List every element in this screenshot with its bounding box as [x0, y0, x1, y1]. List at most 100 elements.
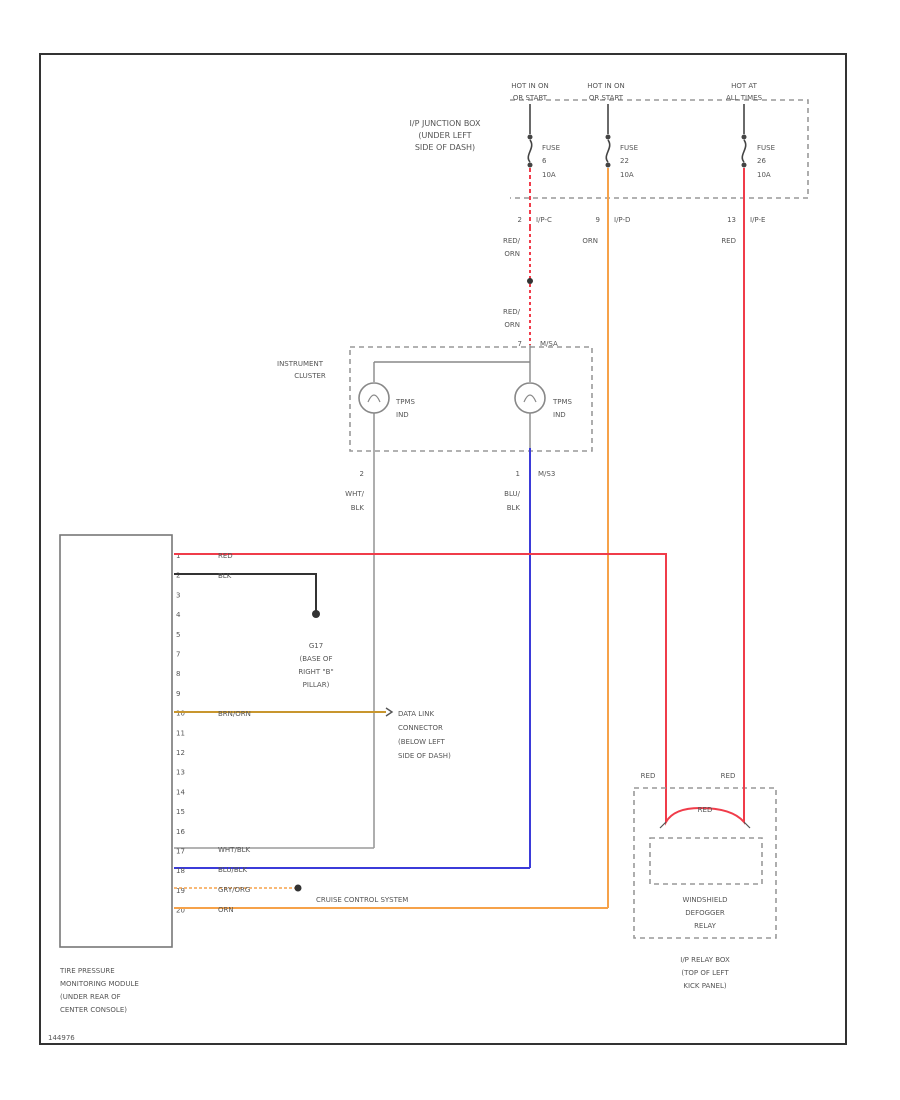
- ground-label-4: PILLAR): [303, 681, 330, 689]
- pin18-end-dot: [294, 884, 302, 892]
- module-pin-2: 2: [176, 572, 180, 580]
- relay-name-2: DEFOGGER: [685, 909, 725, 917]
- wire-label-red: RED: [721, 237, 736, 245]
- dlc-label-2: CONNECTOR: [398, 724, 443, 732]
- relay-box-3: KICK PANEL): [683, 982, 726, 990]
- wire-label-orn: ORN: [582, 237, 598, 245]
- connector-pin-13: 13: [727, 216, 736, 224]
- module-label-3: (UNDER REAR OF: [60, 993, 121, 1001]
- connector-pin-9: 9: [596, 216, 600, 224]
- fuse-26-line-1: FUSE: [757, 144, 775, 152]
- tpms-left-line-2: IND: [396, 411, 409, 419]
- fuse-26-line-3: 10A: [757, 171, 771, 179]
- wire-label-red-orn-1a: RED/: [503, 237, 521, 245]
- fuse-6-line-3: 10A: [542, 171, 556, 179]
- junction-box-label-2: (UNDER LEFT: [418, 131, 471, 140]
- hot-label-1a: HOT IN ON: [511, 82, 549, 90]
- module-pin-7: 7: [176, 651, 180, 659]
- wire-label-blu-blk-2: BLK: [507, 504, 521, 512]
- relay-name-3: RELAY: [694, 922, 717, 930]
- module-pin-9: 9: [176, 690, 180, 698]
- cruise-control-label: CRUISE CONTROL SYSTEM: [316, 896, 408, 904]
- relay-jumper: [665, 780, 745, 826]
- junction-box-label-1: I/P JUNCTION BOX: [410, 119, 481, 128]
- dlc-label-3: (BELOW LEFT: [398, 738, 445, 746]
- relay-box-2: (TOP OF LEFT: [681, 969, 729, 977]
- wire-label-pin1: RED: [218, 552, 233, 560]
- fuse-22-line-3: 10A: [620, 171, 634, 179]
- connector-ip-d: I/P-D: [614, 216, 630, 224]
- module-pin-4: 4: [176, 611, 181, 619]
- tpms-module-box: [59, 534, 173, 948]
- dlc-label-1: DATA LINK: [398, 710, 434, 718]
- wire-label-red-orn-1b: ORN: [504, 250, 520, 258]
- cluster-connector-top: 7: [518, 340, 522, 348]
- module-pin-3: 3: [176, 591, 180, 599]
- ground-label-1: G17: [309, 642, 323, 650]
- cluster-pin-left: 2: [360, 470, 364, 478]
- cluster-pin-right-id: M/S3: [538, 470, 555, 478]
- fuse-22-line-2: 22: [620, 157, 629, 165]
- module-pin-14: 14: [176, 788, 185, 796]
- instrument-cluster: INSTRUMENT CLUSTER 7 M/SA TPMS IND TPMS …: [277, 340, 593, 478]
- diagram-frame: [39, 53, 847, 1045]
- splice-dot: [527, 278, 533, 284]
- module-label-2: MONITORING MODULE: [60, 980, 139, 988]
- wire-red-pin1: [174, 553, 667, 800]
- wire-label-blu-blk-1: BLU/: [504, 490, 520, 498]
- hot-label-1b: OR START: [513, 94, 548, 102]
- tpms-right-line-1: TPMS: [552, 398, 573, 406]
- wire-label-red-orn-2a: RED/: [503, 308, 521, 316]
- wire-label-red-orn-2b: ORN: [504, 321, 520, 329]
- tpms-indicator-left: TPMS IND: [358, 382, 416, 448]
- connector-ip-e: I/P-E: [750, 216, 765, 224]
- junction-box-label-3: SIDE OF DASH): [415, 143, 475, 152]
- module-pin-15: 15: [176, 808, 185, 816]
- ground-label-3: RIGHT "B": [298, 668, 333, 676]
- module-pin-5: 5: [176, 631, 180, 639]
- tpms-left-line-1: TPMS: [395, 398, 416, 406]
- wire-label-wht-blk-2: BLK: [351, 504, 365, 512]
- cluster-label-2: CLUSTER: [294, 372, 326, 380]
- cluster-pin-right: 1: [516, 470, 520, 478]
- tpms-indicator-right: TPMS IND: [514, 382, 573, 448]
- hot-label-2a: HOT IN ON: [587, 82, 625, 90]
- module-pin-19: 19: [176, 887, 185, 895]
- relay-wire-right: RED: [721, 772, 736, 780]
- junction-box: I/P JUNCTION BOX (UNDER LEFT SIDE OF DAS…: [410, 82, 809, 224]
- wire-label-pin17: BLU/BLK: [218, 866, 248, 874]
- module-pin-10: 10: [176, 710, 185, 718]
- cluster-label-1: INSTRUMENT: [277, 360, 324, 368]
- fuse-26-line-2: 26: [757, 157, 766, 165]
- wire-label-pin2: BLK: [218, 572, 232, 580]
- wire-label-pin16: WHT/BLK: [218, 846, 251, 854]
- module-pin-18: 18: [176, 867, 185, 875]
- connector-ip-c: I/P-C: [536, 216, 552, 224]
- ground-label-2: (BASE OF: [300, 655, 333, 663]
- relay-wire-left: RED: [641, 772, 656, 780]
- cluster-connector-top-id: M/SA: [540, 340, 558, 348]
- ground-dot: [312, 610, 320, 618]
- module-pin-1: 1: [176, 552, 180, 560]
- windshield-defogger-relay: RED RED RED WINDSHIELD DEFOGGER RELAY I/…: [633, 772, 777, 990]
- fuse-22: FUSE 22 10A: [605, 104, 638, 179]
- module-pin-16: 16: [176, 828, 185, 836]
- module-label-1: TIRE PRESSURE: [59, 967, 115, 975]
- hot-label-3a: HOT AT: [731, 82, 758, 90]
- module-pin-11: 11: [176, 729, 185, 737]
- module-label-4: CENTER CONSOLE): [60, 1006, 127, 1014]
- footer-id: 144976: [48, 1034, 75, 1042]
- module-pin-13: 13: [176, 769, 185, 777]
- connector-pin-2: 2: [518, 216, 522, 224]
- wire-label-pin19: ORN: [218, 906, 234, 914]
- fuse-6-line-2: 6: [542, 157, 547, 165]
- fuse-6: FUSE 6 10A: [527, 104, 560, 179]
- fuse-26: FUSE 26 10A: [741, 104, 775, 179]
- wire-label-pin9: BRN/ORN: [218, 710, 251, 718]
- wire-label-wht-blk-1: WHT/: [345, 490, 364, 498]
- dlc-arrow: [385, 707, 394, 717]
- relay-name-1: WINDSHIELD: [682, 896, 727, 904]
- fuse-6-line-1: FUSE: [542, 144, 560, 152]
